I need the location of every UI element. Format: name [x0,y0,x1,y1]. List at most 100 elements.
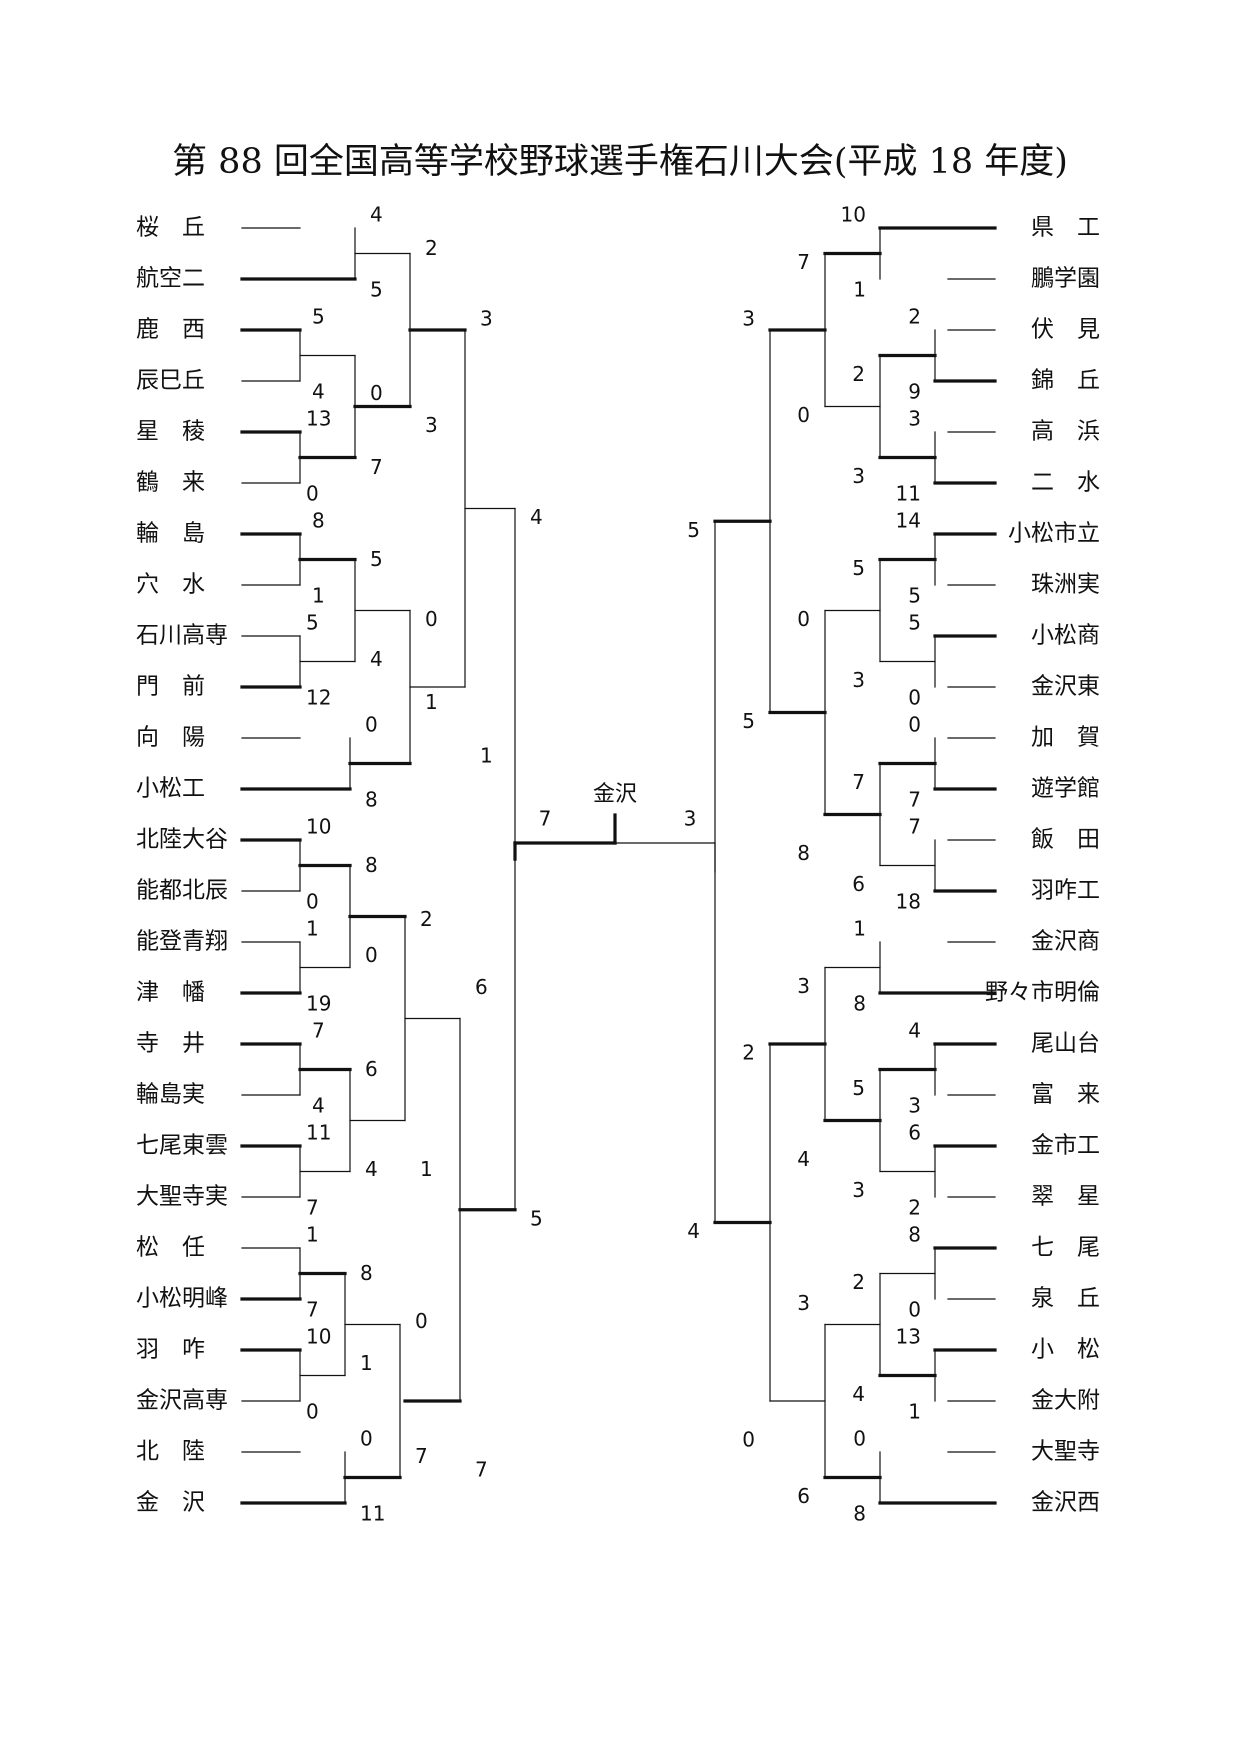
left-score: 1 [480,744,493,768]
left-team-name: 輪島実 [136,1082,205,1108]
left-team-name: 門 前 [136,674,205,700]
left-score: 1 [312,584,325,608]
right-score: 7 [852,770,865,794]
left-team-name: 桜 丘 [136,215,205,241]
left-score: 10 [306,815,331,839]
right-score: 1 [853,917,866,941]
left-score: 12 [306,686,331,710]
left-team-name: 七尾東雲 [136,1133,228,1159]
right-team-name: 県 工 [1031,215,1100,241]
right-score: 3 [797,974,810,998]
left-score: 7 [306,1196,319,1220]
left-team-name: 小松明峰 [136,1286,228,1312]
right-score: 11 [896,482,921,506]
right-score: 0 [797,607,810,631]
right-score: 2 [852,362,865,386]
left-score: 7 [370,455,383,479]
left-score: 0 [415,1309,428,1333]
right-team-name: 翠 星 [1031,1184,1100,1210]
right-score: 2 [852,1270,865,1294]
left-score: 5 [530,1206,543,1230]
left-score: 7 [415,1444,428,1468]
left-score: 1 [306,917,319,941]
left-score: 11 [360,1502,385,1526]
right-team-name: 錦 丘 [1031,368,1100,394]
right-score: 5 [687,518,700,542]
left-team-name: 小松工 [136,776,205,802]
right-team-name: 加 賀 [1031,725,1100,751]
left-score: 2 [420,907,433,931]
right-score: 2 [908,1196,921,1220]
right-score: 0 [908,1298,921,1322]
left-team-name: 能都北辰 [136,878,228,904]
right-score: 0 [853,1427,866,1451]
page-title: 第 88 回全国高等学校野球選手権石川大会(平成 18 年度) [172,142,1068,182]
right-score: 3 [908,407,921,431]
left-score: 0 [306,1400,319,1424]
left-score: 4 [312,1094,325,1118]
left-score: 4 [370,203,383,227]
left-score: 11 [306,1121,331,1145]
left-score: 1 [360,1351,373,1375]
left-team-name: 穴 水 [136,572,205,598]
right-score: 8 [853,992,866,1016]
right-score: 10 [841,203,866,227]
left-score: 7 [306,1298,319,1322]
left-team-name: 大聖寺実 [136,1184,228,1210]
left-score: 8 [312,509,325,533]
left-team-name: 金 沢 [136,1490,205,1516]
left-score: 0 [306,482,319,506]
right-score: 3 [797,1291,810,1315]
left-team-name: 向 陽 [136,725,205,751]
right-score: 1 [853,278,866,302]
right-score: 2 [908,305,921,329]
left-score: 5 [306,611,319,635]
left-score: 1 [420,1157,433,1181]
right-score: 7 [908,788,921,812]
left-score: 8 [360,1261,373,1285]
left-team-name: 能登青翔 [136,929,228,955]
left-score: 4 [312,380,325,404]
left-team-name: 寺 井 [136,1031,205,1057]
left-team-name: 石川高専 [136,623,228,649]
left-team-name: 羽 咋 [136,1337,205,1363]
left-score: 10 [306,1325,331,1349]
right-score: 6 [797,1484,810,1508]
final-right-score: 3 [684,807,697,831]
right-score: 3 [852,464,865,488]
right-team-name: 野々市明倫 [985,980,1100,1006]
left-score: 5 [370,278,383,302]
right-score: 5 [908,584,921,608]
left-team-name: 辰巳丘 [136,368,205,394]
right-score: 0 [908,713,921,737]
right-score: 3 [852,1178,865,1202]
right-score: 18 [896,890,921,914]
right-team-name: 金沢商 [1031,929,1100,955]
left-score: 5 [312,305,325,329]
right-score: 6 [852,872,865,896]
left-team-name: 輪 島 [136,521,205,547]
right-team-name: 大聖寺 [1031,1439,1100,1465]
left-score: 13 [306,407,331,431]
right-team-name: 珠洲実 [1031,572,1100,598]
left-score: 3 [480,307,493,331]
left-score: 1 [425,690,438,714]
left-score: 0 [370,381,383,405]
right-team-name: 七 尾 [1031,1235,1100,1261]
left-score: 1 [306,1223,319,1247]
right-score: 0 [797,403,810,427]
right-score: 3 [908,1094,921,1118]
right-score: 1 [908,1400,921,1424]
left-score: 8 [365,853,378,877]
right-team-name: 金市工 [1031,1133,1100,1159]
right-team-name: 金沢東 [1031,674,1100,700]
right-score: 4 [908,1019,921,1043]
left-team-name: 松 任 [136,1235,205,1261]
right-score: 6 [908,1121,921,1145]
left-score: 7 [312,1019,325,1043]
final-left-score: 7 [539,807,552,831]
right-score: 8 [797,841,810,865]
right-team-name: 鵬学園 [1031,266,1100,292]
right-team-name: 富 来 [1031,1082,1100,1108]
